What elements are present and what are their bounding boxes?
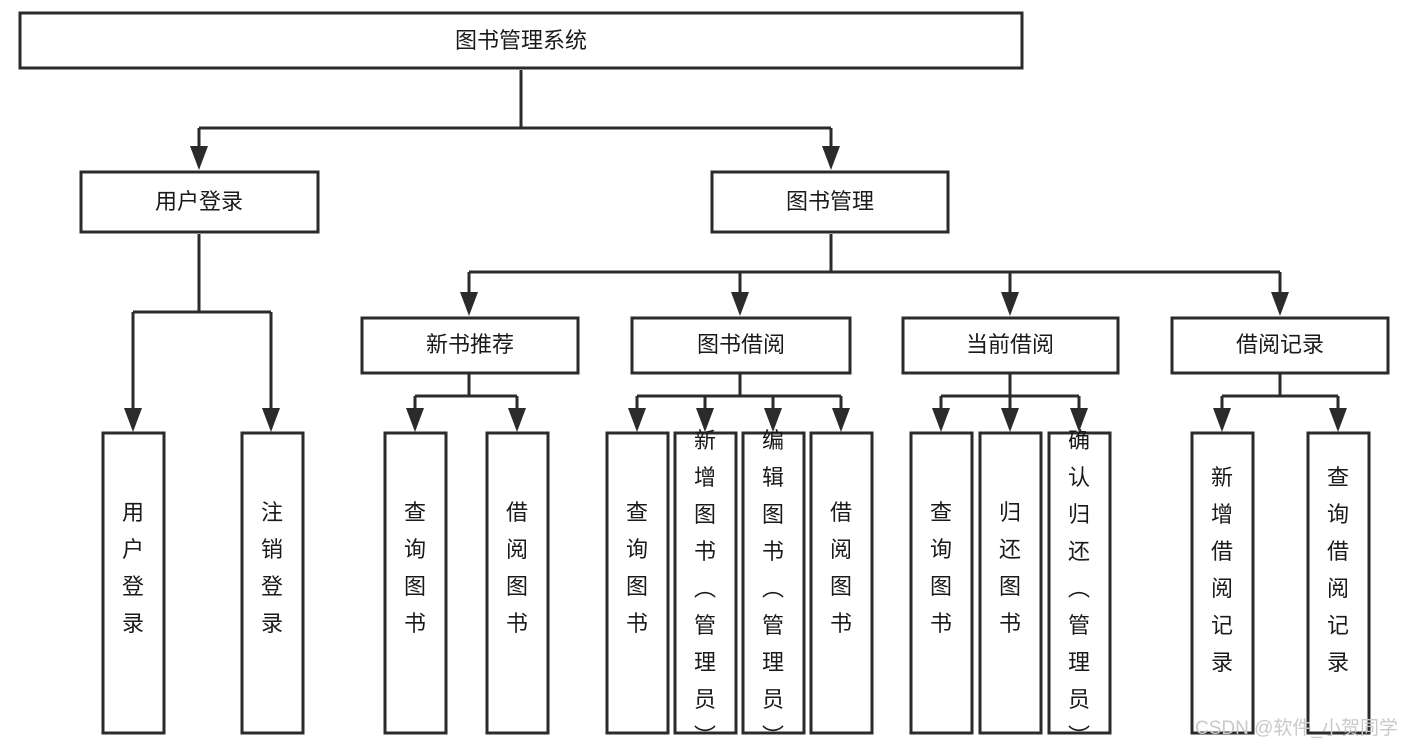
arrow-head-new-book-child-1 xyxy=(508,408,526,432)
leaf-book-borrow-2-label: 编辑图书︵管理员︶ xyxy=(762,428,784,747)
leaf-node[interactable]: 注销登录 xyxy=(240,431,305,735)
arrow-head-book-manage xyxy=(822,146,840,170)
arrow-head-new-book-child-0 xyxy=(406,408,424,432)
leaf-node[interactable]: 新增图书︵管理员︶ xyxy=(673,428,738,747)
leaf-current-borrow-2-box[interactable] xyxy=(1047,431,1112,735)
connector-group-user-login xyxy=(124,234,280,432)
arrow-head-book-borrow-child-0 xyxy=(628,408,646,432)
leaf-borrow-record-0-label: 新增借阅记录 xyxy=(1211,465,1233,675)
leaf-node[interactable]: 借阅图书 xyxy=(485,431,550,735)
node-book-borrow-label: 图书借阅 xyxy=(697,332,785,357)
leaf-book-borrow-3-box[interactable] xyxy=(809,431,874,735)
arrow-head-current-borrow-child-0 xyxy=(932,408,950,432)
node-new-book-recommend[interactable]: 新书推荐 xyxy=(360,316,580,375)
leaf-node[interactable]: 查询图书 xyxy=(383,431,448,735)
arrow-head-user-login xyxy=(190,146,208,170)
leaf-current-borrow-1-box[interactable] xyxy=(978,431,1043,735)
arrow-head-book-borrow-child-1 xyxy=(696,408,714,432)
node-book-borrow[interactable]: 图书借阅 xyxy=(630,316,852,375)
node-current-borrow[interactable]: 当前借阅 xyxy=(901,316,1120,375)
leaf-user-login-0-box[interactable] xyxy=(101,431,166,735)
node-root-box[interactable] xyxy=(18,11,1024,70)
leaf-book-borrow-2-box[interactable] xyxy=(741,431,806,735)
leaf-current-borrow-1-label: 归还图书 xyxy=(999,500,1021,636)
node-new-book-recommend-label: 新书推荐 xyxy=(426,332,514,357)
arrow-head-user-login-child-1 xyxy=(262,408,280,432)
leaf-node[interactable]: 查询图书 xyxy=(909,431,974,735)
arrow-head-borrow-record-child-0 xyxy=(1213,408,1231,432)
leaf-new-book-0-label: 查询图书 xyxy=(404,500,426,636)
node-book-manage-label: 图书管理 xyxy=(786,189,874,214)
node-current-borrow-label: 当前借阅 xyxy=(966,332,1054,357)
leaf-current-borrow-0-label: 查询图书 xyxy=(930,500,952,636)
leaf-node[interactable]: 查询图书 xyxy=(605,431,670,735)
leaf-borrow-record-0-box[interactable] xyxy=(1190,431,1255,735)
arrow-head-current-borrow-child-1 xyxy=(1001,408,1019,432)
leaf-new-book-1-box[interactable] xyxy=(485,431,550,735)
arrow-head-borrow-record-child-1 xyxy=(1329,408,1347,432)
leaf-book-borrow-1-label: 新增图书︵管理员︶ xyxy=(694,428,716,747)
connector-group-root xyxy=(190,70,840,170)
connector-group-borrow-record xyxy=(1213,374,1347,432)
leaf-user-login-0-label: 用户登录 xyxy=(122,500,144,636)
node-book-manage[interactable]: 图书管理 xyxy=(710,170,950,234)
node-borrow-record-label: 借阅记录 xyxy=(1236,332,1324,357)
node-new-book-recommend-box[interactable] xyxy=(360,316,580,375)
connector-group-book-manage xyxy=(460,234,1289,316)
leaf-book-borrow-3-label: 借阅图书 xyxy=(830,500,852,636)
node-root[interactable]: 图书管理系统 xyxy=(18,11,1024,70)
arrow-head-book-borrow-child-2 xyxy=(764,408,782,432)
arrow-head-new-book-recommend xyxy=(460,292,478,316)
node-user-login[interactable]: 用户登录 xyxy=(79,170,320,234)
connector-group-new-book-recommend xyxy=(406,374,526,432)
leaf-node[interactable]: 新增借阅记录 xyxy=(1190,431,1255,735)
arrow-head-book-borrow-child-3 xyxy=(832,408,850,432)
connector-group-current-borrow xyxy=(932,374,1088,432)
node-borrow-record[interactable]: 借阅记录 xyxy=(1170,316,1390,375)
leaf-current-borrow-2-label: 确认归还︵管理员︶ xyxy=(1068,428,1090,747)
leaf-book-borrow-0-label: 查询图书 xyxy=(626,500,648,636)
node-user-login-box[interactable] xyxy=(79,170,320,234)
arrow-head-current-borrow xyxy=(1001,292,1019,316)
leaf-borrow-record-1-box[interactable] xyxy=(1306,431,1371,735)
leaf-node[interactable]: 确认归还︵管理员︶ xyxy=(1047,428,1112,747)
leaf-node[interactable]: 借阅图书 xyxy=(809,431,874,735)
leaf-user-login-1-box[interactable] xyxy=(240,431,305,735)
leaf-book-borrow-1-box[interactable] xyxy=(673,431,738,735)
leaf-current-borrow-0-box[interactable] xyxy=(909,431,974,735)
arrow-head-user-login-child-0 xyxy=(124,408,142,432)
leaf-borrow-record-1-label: 查询借阅记录 xyxy=(1327,465,1349,675)
leaf-user-login-1-label: 注销登录 xyxy=(261,500,283,636)
leaf-node[interactable]: 归还图书 xyxy=(978,431,1043,735)
node-borrow-record-box[interactable] xyxy=(1170,316,1390,375)
node-book-borrow-box[interactable] xyxy=(630,316,852,375)
arrow-head-book-borrow xyxy=(731,292,749,316)
leaf-book-borrow-0-box[interactable] xyxy=(605,431,670,735)
arrow-head-borrow-record xyxy=(1271,292,1289,316)
node-root-label: 图书管理系统 xyxy=(455,28,587,53)
leaf-new-book-1-label: 借阅图书 xyxy=(506,500,528,636)
leaf-node[interactable]: 查询借阅记录 xyxy=(1306,431,1371,735)
arrow-head-current-borrow-child-2 xyxy=(1070,408,1088,432)
csdn-watermark: CSDN @软件_小贺同学 xyxy=(1195,717,1398,739)
leaf-node[interactable]: 编辑图书︵管理员︶ xyxy=(741,428,806,747)
leaf-new-book-0-box[interactable] xyxy=(383,431,448,735)
node-user-login-label: 用户登录 xyxy=(155,189,243,214)
leaf-node[interactable]: 用户登录 xyxy=(101,431,166,735)
node-book-manage-box[interactable] xyxy=(710,170,950,234)
node-current-borrow-box[interactable] xyxy=(901,316,1120,375)
connector-group-book-borrow xyxy=(628,374,850,432)
